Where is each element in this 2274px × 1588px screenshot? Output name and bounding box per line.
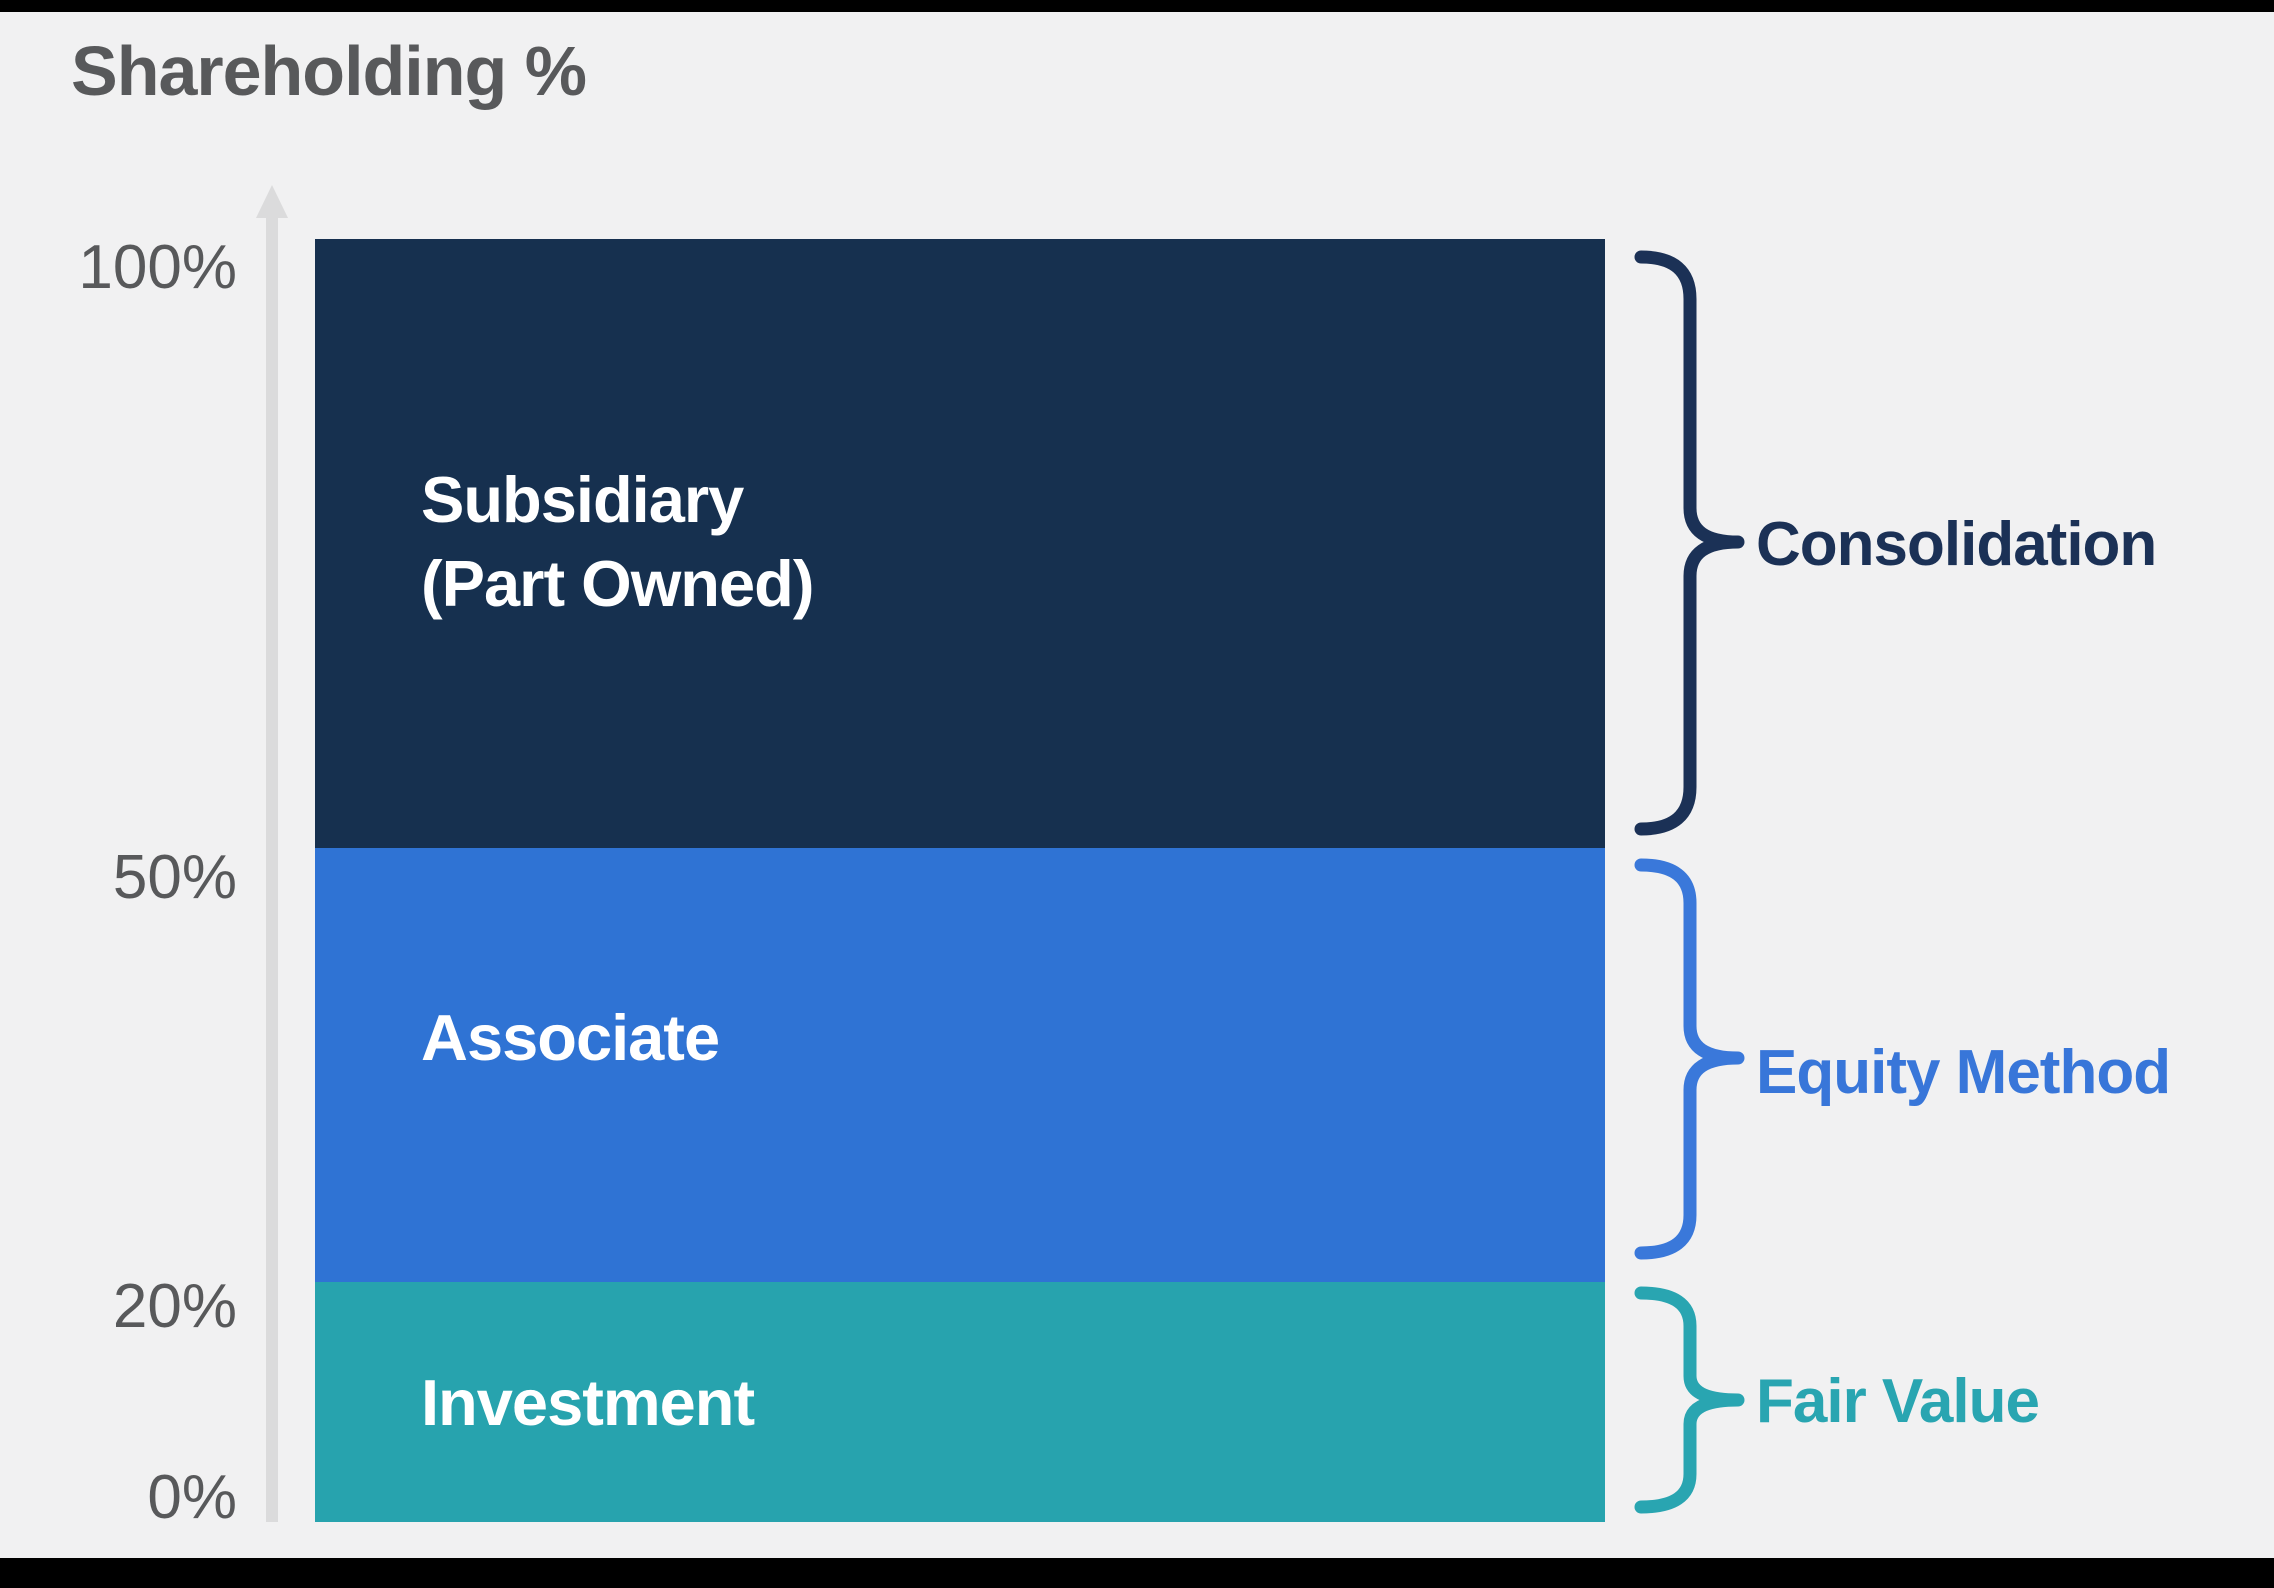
band-associate-label: Associate [421,1001,720,1074]
band-subsidiary-label-line1: Subsidiary [421,463,744,536]
fair-value-brace-icon [1634,1286,1745,1514]
band-subsidiary: Subsidiary (Part Owned) [315,239,1605,848]
band-subsidiary-label: Subsidiary (Part Owned) [421,458,814,626]
y-axis-line [266,214,278,1522]
consolidation-label: Consolidation [1756,510,2157,579]
y-tick-100: 100% [78,233,237,302]
band-investment: Investment [315,1282,1605,1522]
equity-method-brace-icon [1634,858,1745,1260]
consolidation-brace-icon [1634,250,1745,836]
y-axis-arrow [256,185,288,1522]
y-tick-20: 20% [112,1272,237,1341]
equity-method-label: Equity Method [1756,1038,2171,1107]
y-tick-0: 0% [147,1463,237,1532]
band-associate: Associate [315,848,1605,1282]
bottom-frame-bar [0,1558,2274,1588]
chart-title: Shareholding % [71,32,587,110]
band-subsidiary-label-line2: (Part Owned) [421,547,814,620]
top-frame-bar [0,0,2274,12]
y-axis-arrowhead-icon [256,185,288,218]
fair-value-label: Fair Value [1756,1367,2040,1436]
y-tick-50: 50% [112,843,237,912]
band-investment-label: Investment [421,1366,755,1439]
